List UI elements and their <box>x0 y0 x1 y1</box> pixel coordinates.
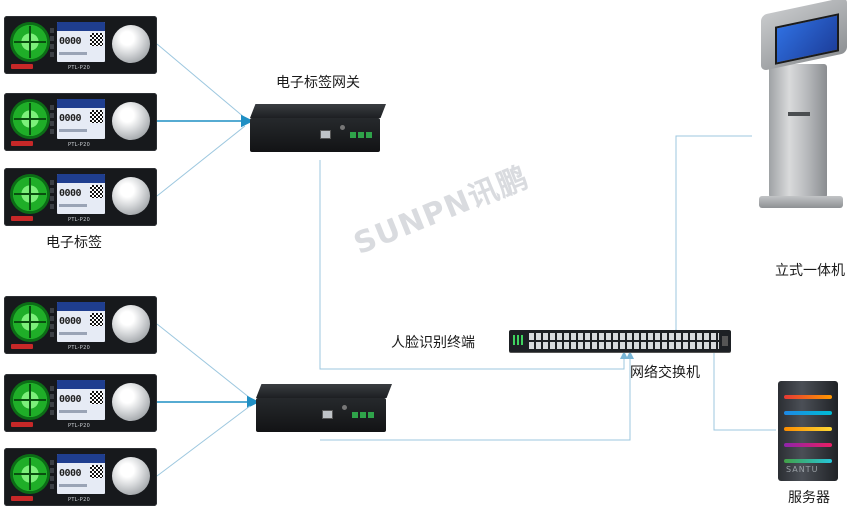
tag-button-pad-icon <box>10 302 50 342</box>
tag-counter: 0000 <box>59 113 82 124</box>
tag-model-label: PTL-P20 <box>68 497 91 503</box>
link-switch-kiosk <box>672 135 752 337</box>
tag-model-label: PTL-P20 <box>68 345 91 351</box>
tag-knob-icon <box>112 177 150 215</box>
tag-knob-icon <box>112 25 150 63</box>
tag-knob-icon <box>112 102 150 140</box>
tag-model-label: PTL-P20 <box>68 65 91 71</box>
qr-code-icon <box>90 313 103 326</box>
label-electronic-tags: 电子标签 <box>46 235 102 251</box>
tag-counter: 0000 <box>59 188 82 199</box>
tag-knob-icon <box>112 457 150 495</box>
electronic-tag-4: 0000 PTL-P20 <box>4 296 157 354</box>
tag-counter: 0000 <box>59 468 82 479</box>
qr-code-icon <box>90 185 103 198</box>
electronic-tag-5: 0000 PTL-P20 <box>4 374 157 432</box>
qr-code-icon <box>90 391 103 404</box>
tag-display: 0000 <box>57 302 105 342</box>
label-tag-gateway: 电子标签网关 <box>276 75 360 91</box>
qr-code-icon <box>90 33 103 46</box>
label-network-switch: 网络交换机 <box>630 365 700 381</box>
switch-ports <box>529 333 719 349</box>
link-gateway1-switch <box>319 160 628 370</box>
label-standing-kiosk: 立式一体机 <box>775 263 845 279</box>
tag-gateway-1 <box>250 104 386 152</box>
electronic-tag-3: 0000 PTL-P20 <box>4 168 157 226</box>
tag-model-label: PTL-P20 <box>68 217 91 223</box>
link-tag4-gateway2 <box>156 323 251 399</box>
tag-button-pad-icon <box>10 22 50 62</box>
ethernet-port-icon <box>322 410 333 419</box>
standing-kiosk <box>755 0 851 212</box>
tag-display: 0000 <box>57 454 105 494</box>
server-tower: SANTU <box>778 381 838 483</box>
tag-display: 0000 <box>57 174 105 214</box>
electronic-tag-2: 0000 PTL-P20 <box>4 93 157 151</box>
qr-code-icon <box>90 465 103 478</box>
tag-model-label: PTL-P20 <box>68 142 91 148</box>
link-tag1-gateway1 <box>156 43 246 119</box>
tag-counter: 0000 <box>59 36 82 47</box>
tag-counter: 0000 <box>59 316 82 327</box>
server-brand-label: SANTU <box>786 465 819 474</box>
network-switch <box>509 330 731 352</box>
link-tag6-gateway2 <box>156 405 251 477</box>
link-gateway2-switch <box>320 351 634 441</box>
link-switch-server <box>713 352 776 431</box>
tag-button-pad-icon <box>10 380 50 420</box>
tag-button-pad-icon <box>10 99 50 139</box>
tag-display: 0000 <box>57 22 105 62</box>
tag-counter: 0000 <box>59 394 82 405</box>
tag-knob-icon <box>112 383 150 421</box>
tag-gateway-2 <box>256 384 392 432</box>
tag-knob-icon <box>112 305 150 343</box>
qr-code-icon <box>90 110 103 123</box>
tag-display: 0000 <box>57 99 105 139</box>
label-face-recognition-terminal: 人脸识别终端 <box>391 335 475 351</box>
link-tag3-gateway1 <box>156 125 246 197</box>
tag-display: 0000 <box>57 380 105 420</box>
ethernet-port-icon <box>320 130 331 139</box>
tag-button-pad-icon <box>10 174 50 214</box>
label-server: 服务器 <box>788 490 830 506</box>
electronic-tag-1: 0000 PTL-P20 <box>4 16 157 74</box>
tag-button-pad-icon <box>10 454 50 494</box>
tag-model-label: PTL-P20 <box>68 423 91 429</box>
electronic-tag-6: 0000 PTL-P20 <box>4 448 157 506</box>
